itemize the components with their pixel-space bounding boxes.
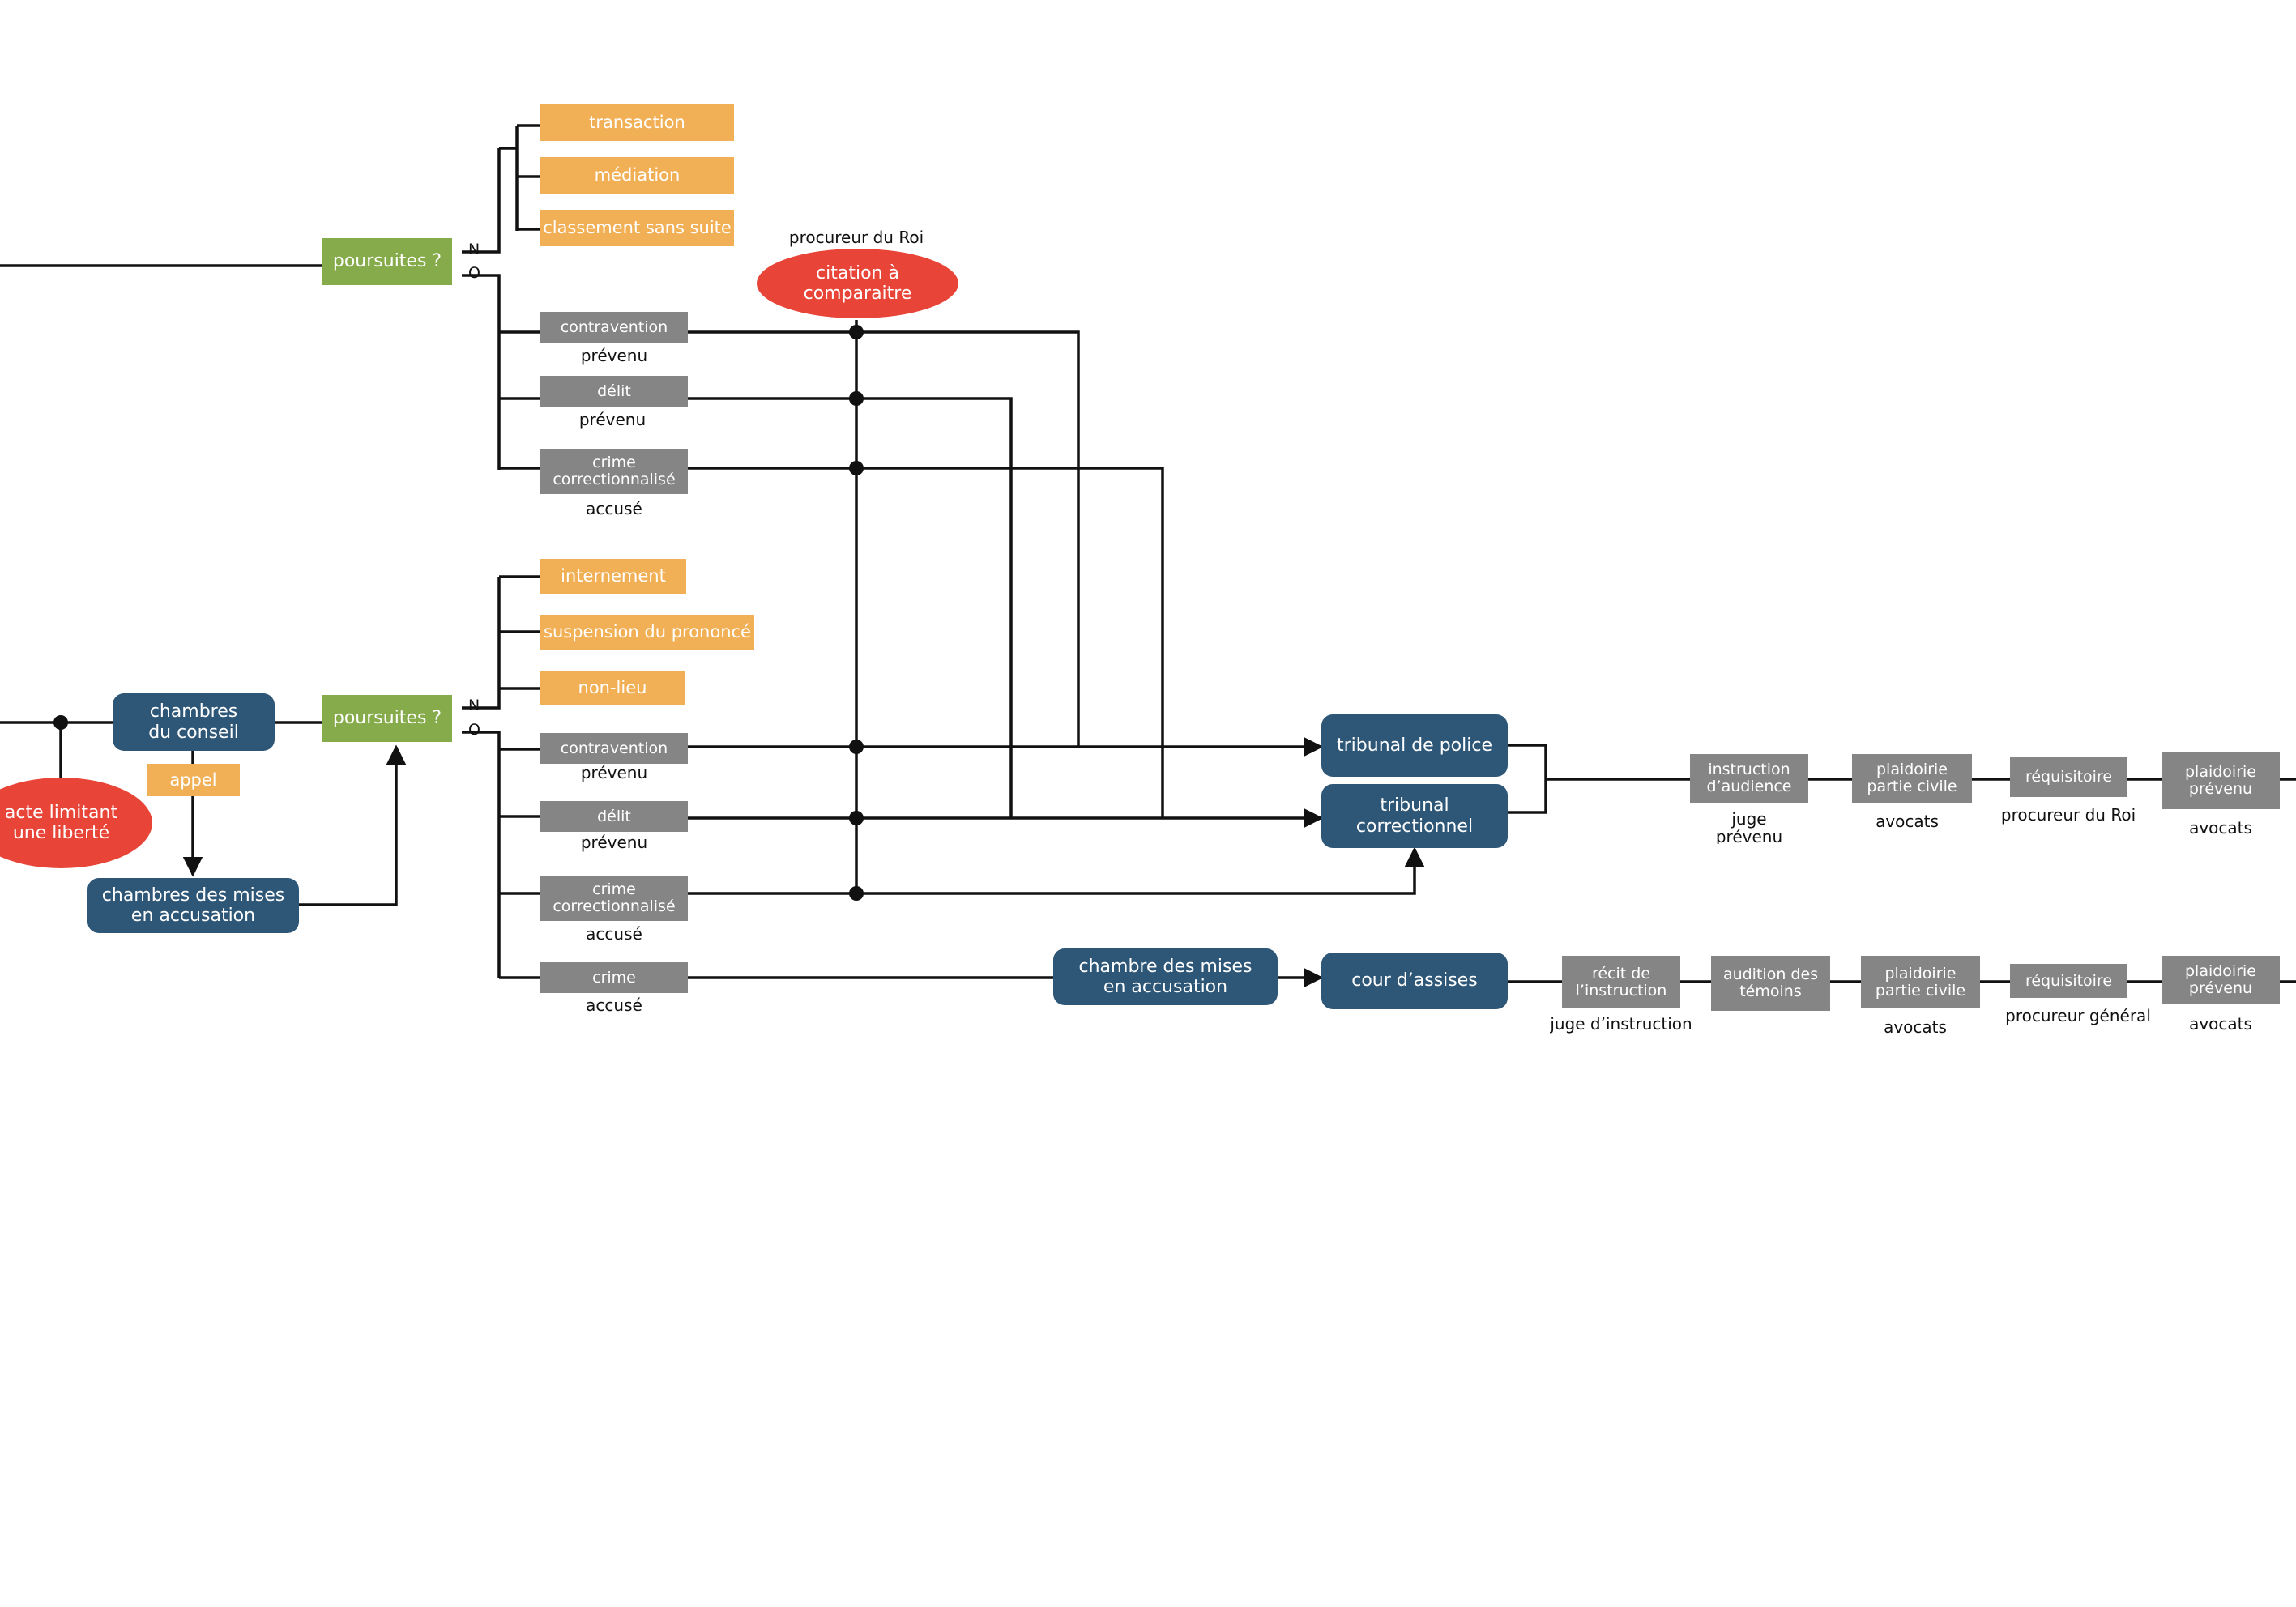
- step-instruction-actor: juge prévenu: [1715, 810, 1783, 844]
- assizes-step-plaidoirie-prevenu: plaidoirie prévenu: [2162, 956, 2280, 1004]
- bottom-alternative-suspension: suspension du prononcé: [540, 615, 754, 650]
- bottom-no-label: N: [468, 697, 480, 714]
- police-court: tribunal de police: [1321, 714, 1508, 777]
- step-plaidoirie-prevenu-actor: avocats: [2189, 818, 2252, 838]
- assizes-step-plaidoirie-prevenu-actor: avocats: [2189, 1014, 2252, 1034]
- crime-indictment-chamber: chambre des mises en accusation: [1053, 948, 1278, 1005]
- top-yes-bracket: [462, 274, 540, 470]
- top-offence-delit: délit: [540, 376, 688, 407]
- top-offence-contravention: contravention: [540, 312, 688, 343]
- assizes-step-requisitoire-actor: procureur général: [2005, 1006, 2151, 1025]
- step-plaidoirie-partie-civile: plaidoirie partie civile: [1852, 754, 1972, 803]
- liberty-act-ellipse: acte limitant une liberté: [0, 778, 152, 868]
- top-yes-label: O: [468, 264, 480, 282]
- bottom-yes-bracket: [462, 731, 540, 979]
- bottom-offence-crime-correctionnalise: crime correctionnalisé: [540, 876, 688, 921]
- top-contravention-line: [688, 330, 1080, 747]
- junction-dot: [849, 391, 864, 406]
- bottom-delit-party: prévenu: [580, 833, 648, 852]
- junction-dot: [849, 461, 864, 475]
- junction-dot: [849, 325, 864, 339]
- top-no-label: N: [468, 241, 480, 258]
- step-plaidoirie-pc-actor: avocats: [1876, 812, 1939, 831]
- junction-dot: [53, 715, 68, 730]
- bottom-yes-label: O: [468, 721, 480, 739]
- assizes-step-plaidoirie-pc-actor: avocats: [1884, 1017, 1947, 1037]
- bottom-offence-crime: crime: [540, 962, 688, 993]
- bottom-prosecution-decision: poursuites ?: [322, 695, 452, 742]
- top-crime-line: [688, 467, 1164, 818]
- bottom-no-bracket: [462, 575, 540, 710]
- junction-dot: [849, 740, 864, 754]
- junction-dot: [849, 886, 864, 901]
- step-plaidoirie-prevenu: plaidoirie prévenu: [2162, 752, 2280, 809]
- bottom-crime-party: accusé: [586, 995, 642, 1015]
- indictment-to-decision-arrow: [299, 744, 407, 906]
- bottom-alternative-non-lieu: non-lieu: [540, 671, 685, 705]
- bottom-alternative-internement: internement: [540, 559, 686, 594]
- assizes-step-recit: récit de l’instruction: [1562, 956, 1680, 1008]
- top-alternative-mediation: médiation: [540, 157, 734, 194]
- council-chambers: chambres du conseil: [113, 693, 275, 751]
- top-offence-crime-correctionnalise: crime correctionnalisé: [540, 449, 688, 494]
- crime-correctionnalise-arrow: [688, 846, 1425, 895]
- top-delit-party: prévenu: [578, 410, 647, 429]
- assizes-court: cour d’assises: [1321, 953, 1508, 1009]
- assizes-step-requisitoire: réquisitoire: [2010, 964, 2127, 998]
- step-requisitoire-actor: procureur du Roi: [2000, 805, 2136, 825]
- bottom-crime-correctionnalise-party: accusé: [586, 924, 642, 944]
- top-alternative-classement: classement sans suite: [540, 210, 734, 246]
- bottom-offence-delit: délit: [540, 801, 688, 832]
- assizes-step-recit-actor: juge d’instruction: [1550, 1014, 1692, 1034]
- step-instruction-audience: instruction d’audience: [1690, 754, 1808, 803]
- top-delit-line: [688, 397, 1013, 818]
- bottom-offence-contravention: contravention: [540, 733, 688, 764]
- junction-dot: [849, 811, 864, 825]
- bottom-contravention-party: prévenu: [580, 763, 648, 782]
- top-crime-party: accusé: [586, 499, 642, 518]
- indictment-chambers: chambres des mises en accusation: [87, 878, 299, 933]
- assizes-step-audition: audition des témoins: [1711, 956, 1830, 1011]
- courts-merge-line: [1508, 744, 1690, 814]
- correctional-court: tribunal correctionnel: [1321, 784, 1508, 848]
- top-no-bracket: [462, 124, 540, 254]
- assizes-step-plaidoirie-pc: plaidoirie partie civile: [1861, 956, 1980, 1008]
- top-contravention-party: prévenu: [580, 346, 648, 365]
- appeal-label: appel: [147, 764, 240, 796]
- citation-actor: procureur du Roi: [788, 228, 924, 247]
- citation-ellipse: citation à comparaitre: [757, 249, 958, 318]
- top-prosecution-decision: poursuites ?: [322, 238, 452, 285]
- top-alternative-transaction: transaction: [540, 104, 734, 141]
- step-requisitoire: réquisitoire: [2010, 757, 2127, 797]
